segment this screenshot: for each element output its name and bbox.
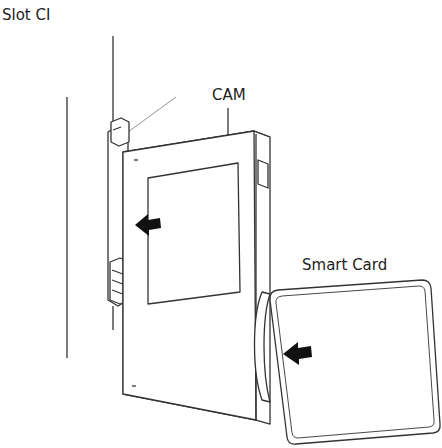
panel-edge <box>66 97 67 358</box>
part-label: CAM <box>212 86 246 104</box>
panel-line <box>112 306 113 330</box>
insert-arrow <box>283 342 312 365</box>
leader-line <box>112 36 113 122</box>
insert-arrow <box>135 214 161 236</box>
part-label: Smart Card <box>302 256 387 274</box>
cam-module <box>123 131 270 424</box>
part-label: Slot CI <box>2 6 50 24</box>
smart-card <box>270 280 440 444</box>
leader-line <box>128 97 176 132</box>
leader-line <box>227 108 228 136</box>
